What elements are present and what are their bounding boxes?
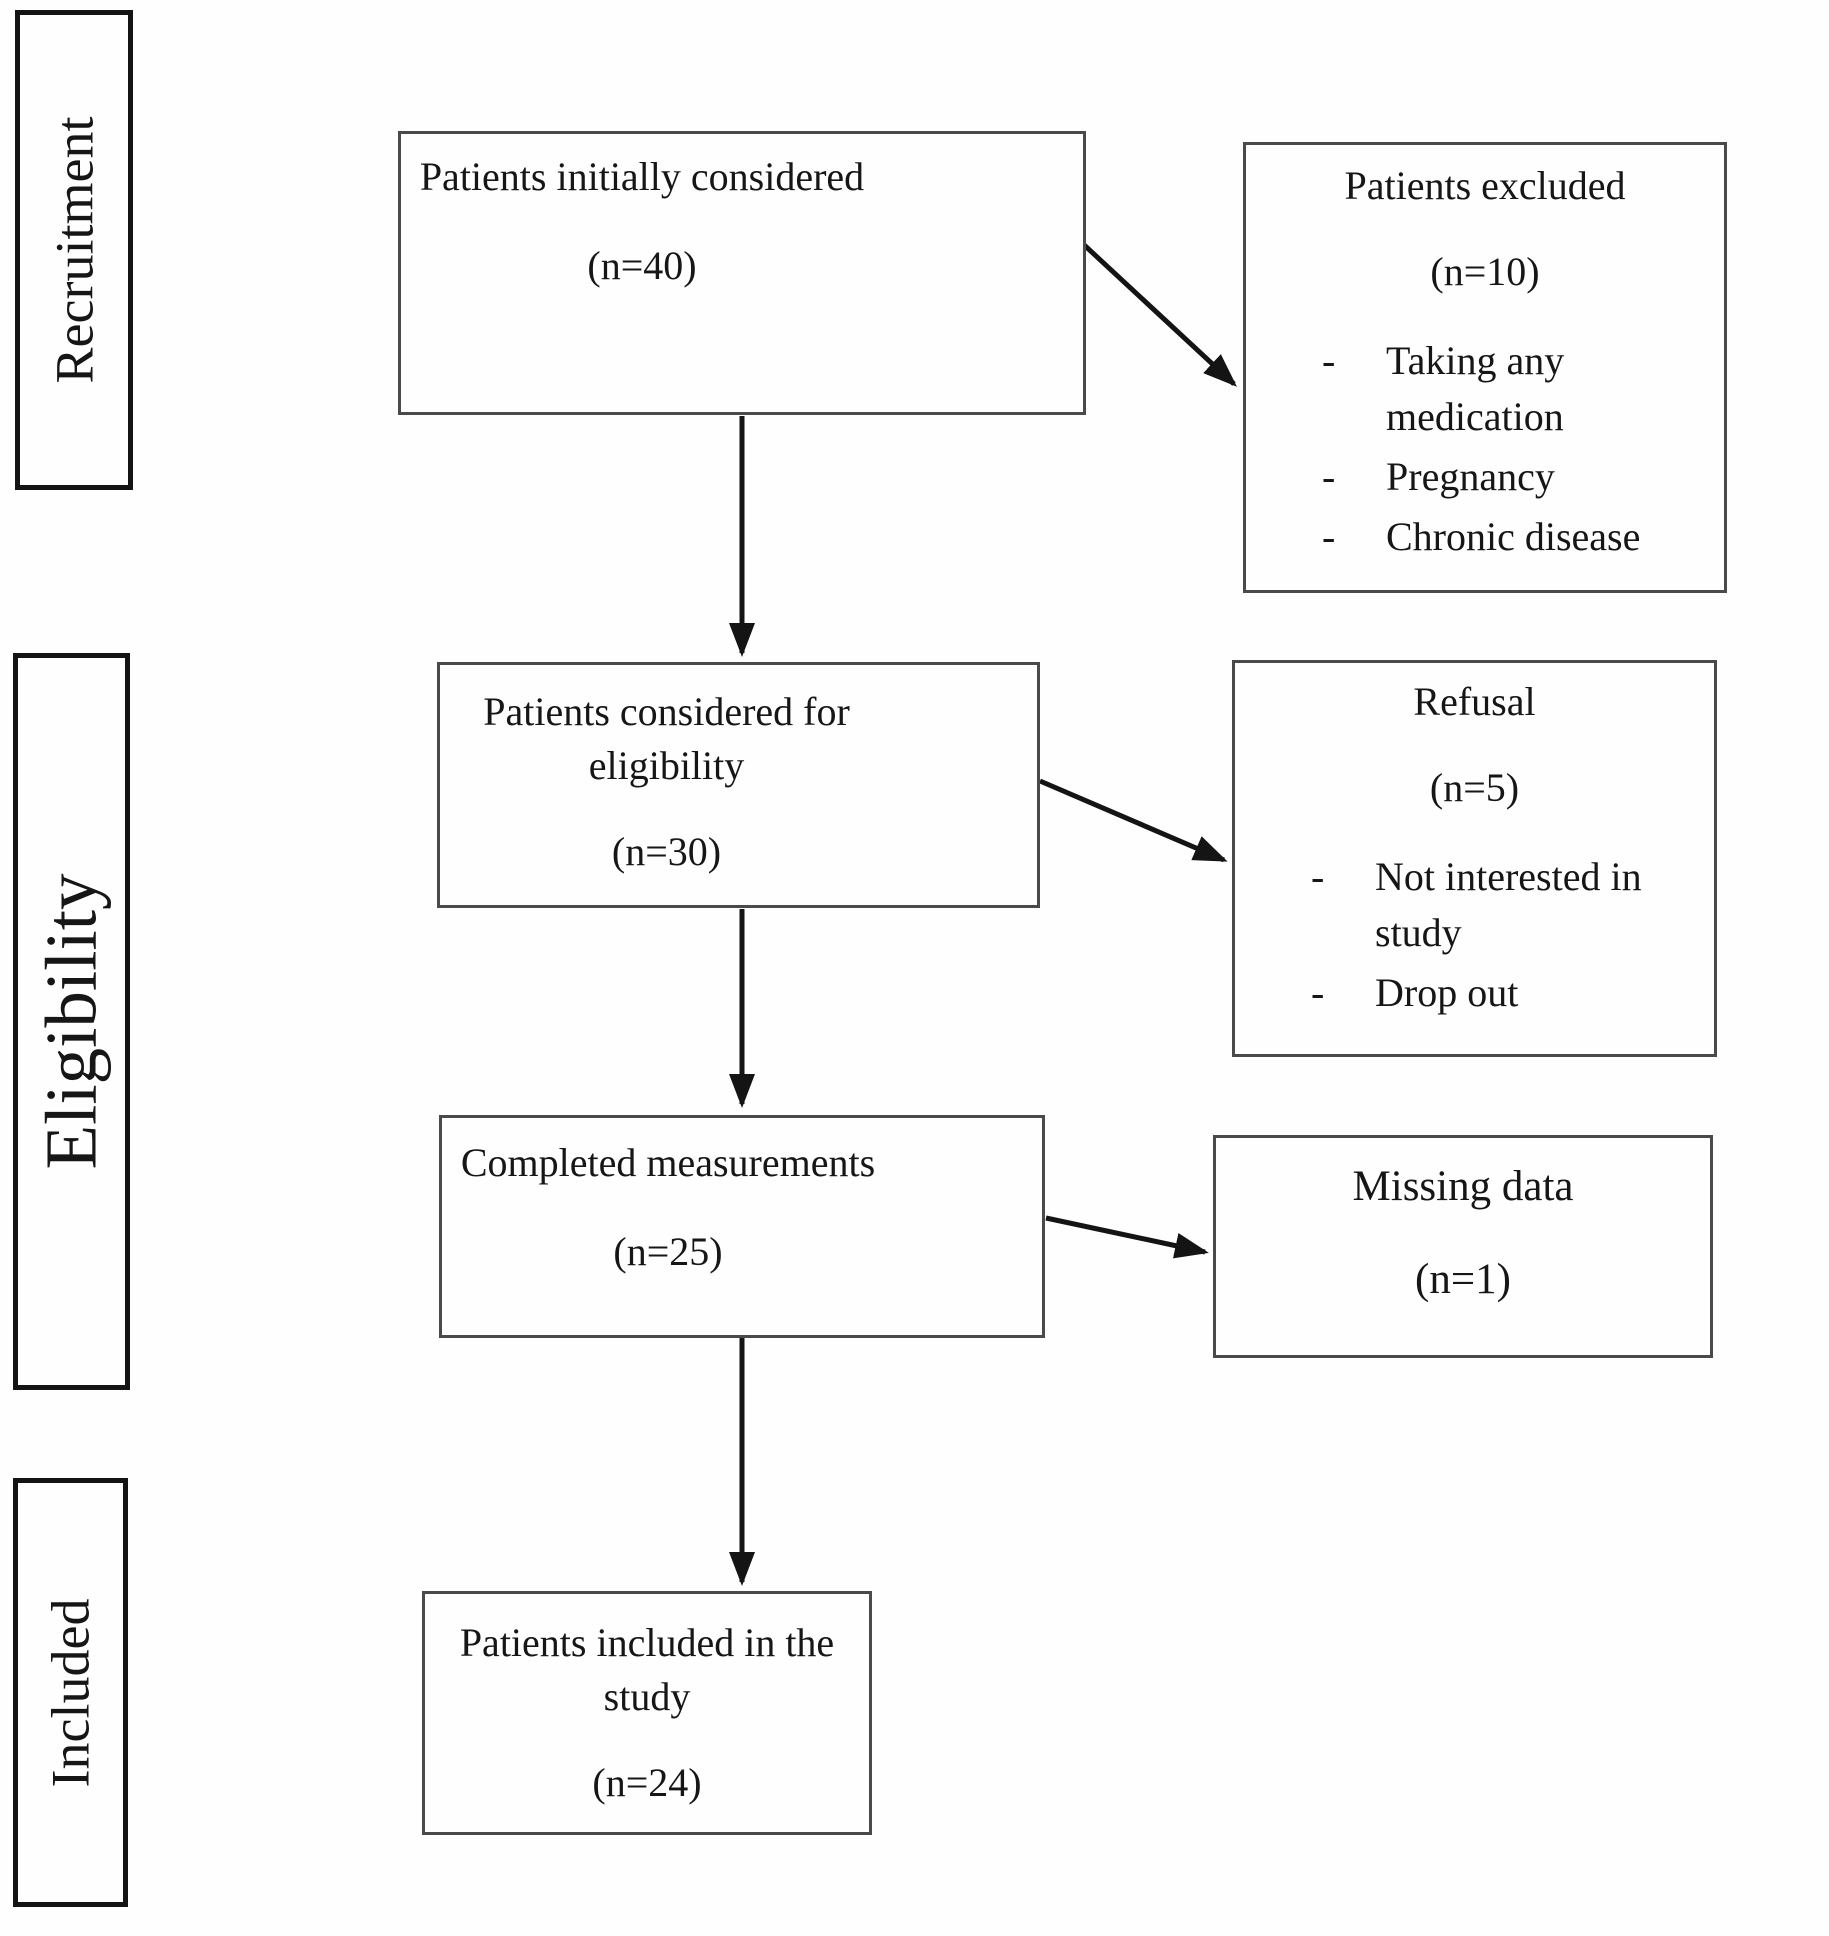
exclusion-reason-list: - Taking any medication - Pregnancy - Ch… (1246, 333, 1724, 565)
side-box-refusal: Refusal (n=5) - Not interested in study … (1232, 660, 1717, 1057)
list-item: - Taking any medication (1322, 333, 1706, 445)
list-item-text: Drop out (1375, 970, 1519, 1015)
flow-box-count: (n=30) (611, 829, 722, 874)
flow-box-completed-measurements: Completed measurements (n=25) (439, 1115, 1045, 1338)
side-box-count: (n=5) (1429, 765, 1520, 810)
stage-box-eligibility: Eligibility (13, 653, 130, 1390)
arrow-completed-to-missing (1045, 1215, 1209, 1259)
list-item: - Pregnancy (1322, 449, 1706, 505)
flow-box-included-in-study: Patients included in the study (n=24) (422, 1591, 872, 1835)
list-item: - Not interested in study (1311, 849, 1696, 961)
flow-box-title: Patients considered for eligibility (483, 689, 850, 788)
flow-box-count: (n=24) (592, 1760, 702, 1805)
list-item-text: Chronic disease (1386, 514, 1641, 559)
side-box-missing-data: Missing data (n=1) (1213, 1135, 1713, 1358)
stage-box-included: Included (13, 1478, 128, 1907)
refusal-reason-list: - Not interested in study - Drop out (1235, 849, 1714, 1021)
dash-bullet: - (1311, 970, 1325, 1015)
side-box-patients-excluded: Patients excluded (n=10) - Taking any me… (1243, 142, 1727, 593)
stage-label-recruitment: Recruitment (44, 116, 105, 384)
side-box-title: Refusal (1413, 679, 1536, 724)
flow-box-count: (n=25) (613, 1229, 723, 1274)
side-box-count: (n=1) (1415, 1256, 1511, 1304)
list-item-text: Pregnancy (1386, 454, 1555, 499)
arrow-initial-to-excluded (1080, 241, 1237, 387)
list-item: - Drop out (1311, 965, 1696, 1021)
dash-bullet: - (1322, 338, 1336, 383)
flow-box-title: Completed measurements (460, 1140, 876, 1185)
list-item: - Chronic disease (1322, 509, 1706, 565)
flow-box-title: Patients included in the study (459, 1620, 835, 1719)
side-box-title: Patients excluded (1344, 163, 1626, 208)
dash-bullet: - (1311, 854, 1325, 899)
dash-bullet: - (1322, 454, 1336, 499)
flow-box-considered-eligibility: Patients considered for eligibility (n=3… (437, 662, 1040, 908)
flow-box-initially-considered: Patients initially considered (n=40) (398, 131, 1086, 415)
list-item-text: Not interested in study (1375, 854, 1642, 955)
side-box-count: (n=10) (1430, 249, 1540, 294)
stage-label-included: Included (40, 1598, 101, 1787)
list-item-text: Taking any medication (1386, 338, 1565, 439)
stage-box-recruitment: Recruitment (15, 10, 133, 490)
stage-label-eligibility: Eligibility (31, 873, 113, 1170)
flow-box-title: Patients initially considered (419, 154, 865, 199)
side-box-title: Missing data (1352, 1163, 1574, 1210)
flow-box-count: (n=40) (587, 243, 697, 288)
arrow-eligibility-to-refusal (1039, 778, 1228, 863)
dash-bullet: - (1322, 514, 1336, 559)
